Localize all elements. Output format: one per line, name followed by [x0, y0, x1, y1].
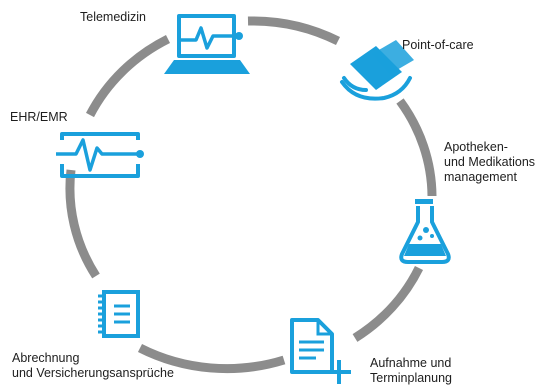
label-ehr-emr: EHR/EMR — [10, 110, 68, 124]
ring-arc-abrechnung-to-ehr — [65, 169, 100, 279]
label-point-of-care: Point-of-care — [402, 38, 474, 52]
ring-arc-telemedizin-to-pointofcare — [247, 16, 341, 46]
label-apotheken: Apotheken- und Medikations management — [444, 140, 536, 184]
flask-icon — [399, 199, 451, 264]
ring-arc-apotheken-to-aufnahme — [352, 265, 424, 342]
hand-tablet-icon — [340, 40, 414, 101]
laptop-ecg-icon — [164, 14, 250, 74]
notepad-icon — [98, 290, 140, 338]
ring-arc-ehr-to-telemedizin — [86, 34, 171, 118]
cycle-ring — [65, 16, 437, 374]
ring-arc-pointofcare-to-apotheken — [396, 98, 437, 197]
label-abrechnung: Abrechnung und Versicherungsansprüche — [12, 351, 174, 380]
document-add-icon — [290, 318, 351, 384]
monitor-ecg-icon — [56, 132, 144, 178]
label-telemedizin: Telemedizin — [80, 10, 147, 24]
ring-arc-aufnahme-to-abrechnung — [137, 343, 286, 374]
label-aufnahme: Aufnahme und Terminplanung — [370, 356, 452, 385]
